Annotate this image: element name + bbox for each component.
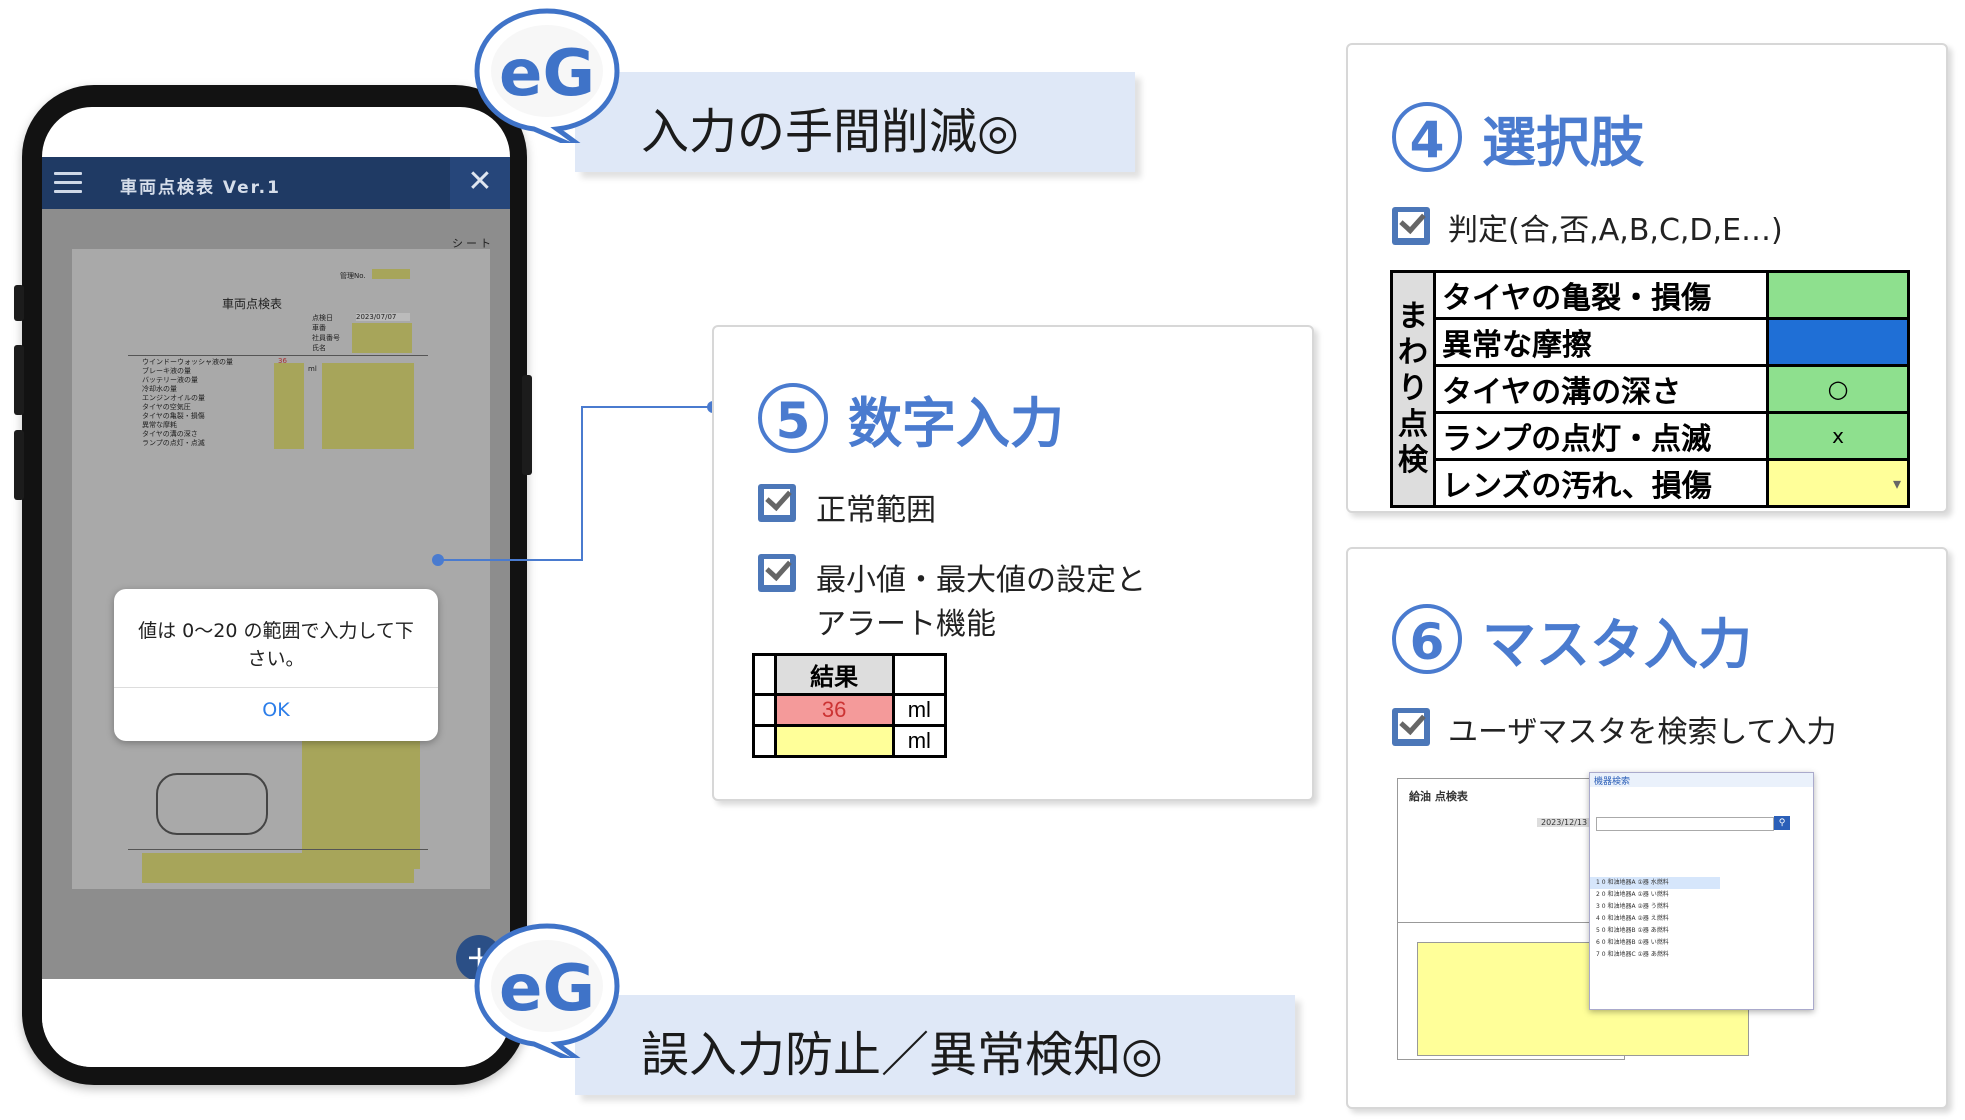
- inspection-choice-table: まわり点検 タイヤの亀裂・損傷 異常な摩擦 タイヤの溝の深さ ○ ランプの点灯・…: [1390, 270, 1910, 508]
- result-unit-2: ml: [891, 724, 948, 758]
- card4-check: 判定(合,否,A,B,C,D,E…): [1448, 213, 1783, 248]
- search-panel-title: 機器検索: [1594, 777, 1631, 787]
- list-row[interactable]: 4 0 和油地器A ②器 え燃料: [1596, 915, 1669, 922]
- connector-line: [432, 401, 719, 566]
- choice-dropdown[interactable]: ▾: [1766, 458, 1910, 508]
- card6-check: ユーザマスタを検索して入力: [1448, 715, 1837, 750]
- card6-title: マスタ入力: [1482, 613, 1752, 676]
- header-fields[interactable]: [352, 323, 412, 353]
- choice-cell[interactable]: ○: [1766, 364, 1910, 414]
- sheet-paper: 車両点検表 管理No. 点検日 車番 社員番号 氏名 2023/07/07 36…: [72, 249, 490, 889]
- card4-title: 選択肢: [1482, 111, 1644, 174]
- card-choice-input: 4 選択肢 判定(合,否,A,B,C,D,E…) まわり点検 タイヤの亀裂・損傷…: [1346, 43, 1948, 513]
- list-row[interactable]: 5 0 和油地器B ①器 あ燃料: [1596, 927, 1669, 934]
- choice-cell[interactable]: [1766, 317, 1910, 367]
- doc-item: ランプの点灯・点滅: [142, 439, 205, 447]
- doc-item: 異常な摩耗: [142, 421, 177, 429]
- inspection-sheet-view: シート 車両点検表 管理No. 点検日 車番 社員番号 氏名 2023/07/0…: [42, 209, 510, 979]
- mini-form-title: 給油 点検表: [1409, 790, 1468, 803]
- result-table: 結果 36 ml ml: [752, 653, 948, 758]
- banner-bottom: 誤入力防止／異常検知◎: [575, 995, 1295, 1095]
- card5-check-3: アラート機能: [816, 607, 996, 642]
- volume-up-button: [14, 345, 24, 415]
- doc-label-car: 車番: [312, 324, 326, 332]
- app-title: 車両点検表 Ver.1: [120, 178, 281, 198]
- power-button: [522, 375, 532, 475]
- ok-button[interactable]: OK: [262, 699, 290, 721]
- side-label: まわり点検: [1390, 270, 1436, 508]
- remarks-field[interactable]: [142, 853, 414, 883]
- card-number-input: 5 数字入力 正常範囲 最小値・最大値の設定と アラート機能 結果 36 ml …: [712, 325, 1314, 801]
- doc-title: 車両点検表: [222, 297, 283, 311]
- doc-label-date: 点検日: [312, 314, 333, 322]
- kanri-field[interactable]: [372, 269, 410, 279]
- doc-label-kanri: 管理No.: [340, 272, 366, 280]
- doc-item: エンジンオイルの量: [142, 394, 205, 402]
- doc-label-name: 氏名: [312, 344, 326, 352]
- doc-first-value: 36: [278, 357, 287, 365]
- mini-form-date[interactable]: 2023/12/13: [1537, 818, 1592, 827]
- list-row[interactable]: 3 0 和油地器A ②器 う燃料: [1596, 903, 1669, 910]
- choice-item: ランプの点灯・点滅: [1433, 411, 1769, 461]
- card5-title: 数字入力: [848, 392, 1064, 455]
- doc-item: タイヤの亀裂・損傷: [142, 412, 205, 420]
- list-row[interactable]: 6 0 和油地器B ①器 い燃料: [1596, 939, 1669, 946]
- doc-item: タイヤの溝の深さ: [142, 430, 198, 438]
- banner-top: 入力の手間削減◎: [575, 72, 1135, 172]
- checkbox-icon: [758, 553, 796, 592]
- master-search-screenshot: 給油 点検表 2023/12/13 機器検索 ⚲ 1 0 和油地器A ①器 水燃…: [1397, 772, 1834, 1064]
- range-alert-dialog: 値は 0～20 の範囲で入力して下さい。 OK: [114, 589, 438, 741]
- choice-item: レンズの汚れ、損傷: [1433, 458, 1769, 508]
- eg-logo-icon: eG: [472, 918, 622, 1071]
- doc-item: ブレーキ液の量: [142, 367, 191, 375]
- close-icon[interactable]: ✕: [450, 157, 510, 209]
- card5-check-1: 正常範囲: [816, 493, 936, 528]
- banner-top-text: 入力の手間削減◎: [641, 104, 1019, 160]
- card4-number: 4: [1392, 102, 1462, 172]
- result-header: 結果: [773, 653, 895, 696]
- dialog-message: 値は 0～20 の範囲で入力して下さい。: [138, 620, 414, 670]
- doc-item: バッテリー液の量: [142, 376, 198, 384]
- card5-check-2: 最小値・最大値の設定と: [816, 563, 1146, 598]
- doc-unit: ml: [308, 365, 317, 373]
- side-button: [14, 285, 24, 321]
- list-row[interactable]: 7 0 和油地器C ①器 あ燃料: [1596, 951, 1669, 958]
- choice-cell[interactable]: x: [1766, 411, 1910, 461]
- card5-number: 5: [758, 383, 828, 453]
- search-icon[interactable]: ⚲: [1774, 816, 1790, 830]
- logo-text: eG: [499, 37, 595, 111]
- master-search-panel: 機器検索 ⚲ 1 0 和油地器A ①器 水燃料 2 0 和油地器A ①器 い燃料…: [1589, 772, 1814, 1010]
- list-row[interactable]: 1 0 和油地器A ①器 水燃料: [1596, 879, 1669, 886]
- result-column[interactable]: [274, 363, 304, 449]
- phone-screen: 車両点検表 Ver.1 ✕ シート 車両点検表 管理No. 点検日 車番 社員番…: [42, 107, 510, 1067]
- choice-item: タイヤの亀裂・損傷: [1433, 270, 1769, 320]
- doc-item: タイヤの空気圧: [142, 403, 191, 411]
- sheet-label[interactable]: シート: [452, 237, 494, 250]
- list-row[interactable]: 2 0 和油地器A ①器 い燃料: [1596, 891, 1669, 898]
- search-field[interactable]: [1596, 817, 1774, 831]
- choice-item: 異常な摩擦: [1433, 317, 1769, 367]
- choice-item: タイヤの溝の深さ: [1433, 364, 1769, 414]
- volume-down-button: [14, 430, 24, 500]
- remarks-column[interactable]: [322, 363, 414, 449]
- hamburger-menu-icon[interactable]: [50, 166, 84, 200]
- choice-cell[interactable]: [1766, 270, 1910, 320]
- eg-logo-icon: eG: [472, 3, 622, 156]
- logo-text: eG: [499, 952, 595, 1026]
- card6-number: 6: [1392, 604, 1462, 674]
- checkbox-icon: [1392, 206, 1430, 245]
- checkbox-icon: [758, 483, 796, 522]
- phone-bottom-area: [42, 979, 510, 1067]
- result-value-2[interactable]: [773, 724, 895, 758]
- doc-item: ウインドーウォッシャ液の量: [142, 358, 233, 366]
- app-header: 車両点検表 Ver.1 ✕: [42, 157, 510, 209]
- result-value-1[interactable]: 36: [773, 693, 895, 727]
- doc-item: 冷却水の量: [142, 385, 177, 393]
- doc-date-field[interactable]: 2023/07/07: [356, 313, 410, 321]
- doc-label-employee: 社員番号: [312, 334, 340, 342]
- checkbox-icon: [1392, 707, 1430, 746]
- banner-bottom-text: 誤入力防止／異常検知◎: [641, 1027, 1163, 1083]
- result-unit-1: ml: [891, 693, 948, 727]
